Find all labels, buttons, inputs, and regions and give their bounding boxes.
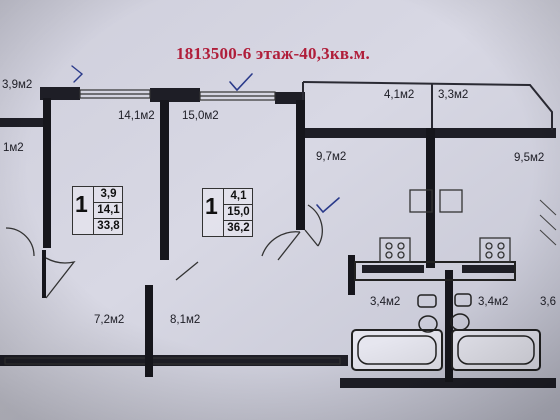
- area-label: 9,5м2: [514, 152, 545, 164]
- area-label: 3,9м2: [2, 79, 33, 91]
- area-label: 7,2м2: [94, 314, 125, 326]
- area-label: 15,0м2: [182, 110, 219, 122]
- check-mark-icon: [316, 197, 340, 214]
- living-area-value: 15,0: [223, 204, 253, 220]
- room-count: 1: [75, 191, 88, 217]
- living-area-value: 14,1: [93, 202, 123, 218]
- pen-mark-icon: [71, 65, 84, 83]
- area-label: 4,1м2: [384, 89, 415, 101]
- loggia-area-value: 4,1: [223, 189, 253, 204]
- area-label: 3,6: [540, 296, 556, 308]
- total-area-value: 33,8: [93, 218, 123, 234]
- area-label: 1м2: [3, 142, 24, 154]
- loggia-area-value: 3,9: [93, 187, 123, 202]
- check-mark-icon: [229, 73, 253, 92]
- total-area-value: 36,2: [223, 220, 253, 236]
- area-label: 3,4м2: [370, 296, 401, 308]
- flat-summary-right: 1 4,1 15,0 36,2: [202, 188, 253, 237]
- area-label: 3,3м2: [438, 89, 469, 101]
- plan-title: 1813500-6 этаж-40,3кв.м.: [176, 44, 370, 63]
- flat-summary-left: 1 3,9 14,1 33,8: [72, 186, 123, 235]
- area-label: 3,4м2: [478, 296, 509, 308]
- room-count: 1: [205, 193, 218, 219]
- area-label: 14,1м2: [118, 110, 155, 122]
- area-label: 9,7м2: [316, 151, 347, 163]
- area-label: 8,1м2: [170, 314, 201, 326]
